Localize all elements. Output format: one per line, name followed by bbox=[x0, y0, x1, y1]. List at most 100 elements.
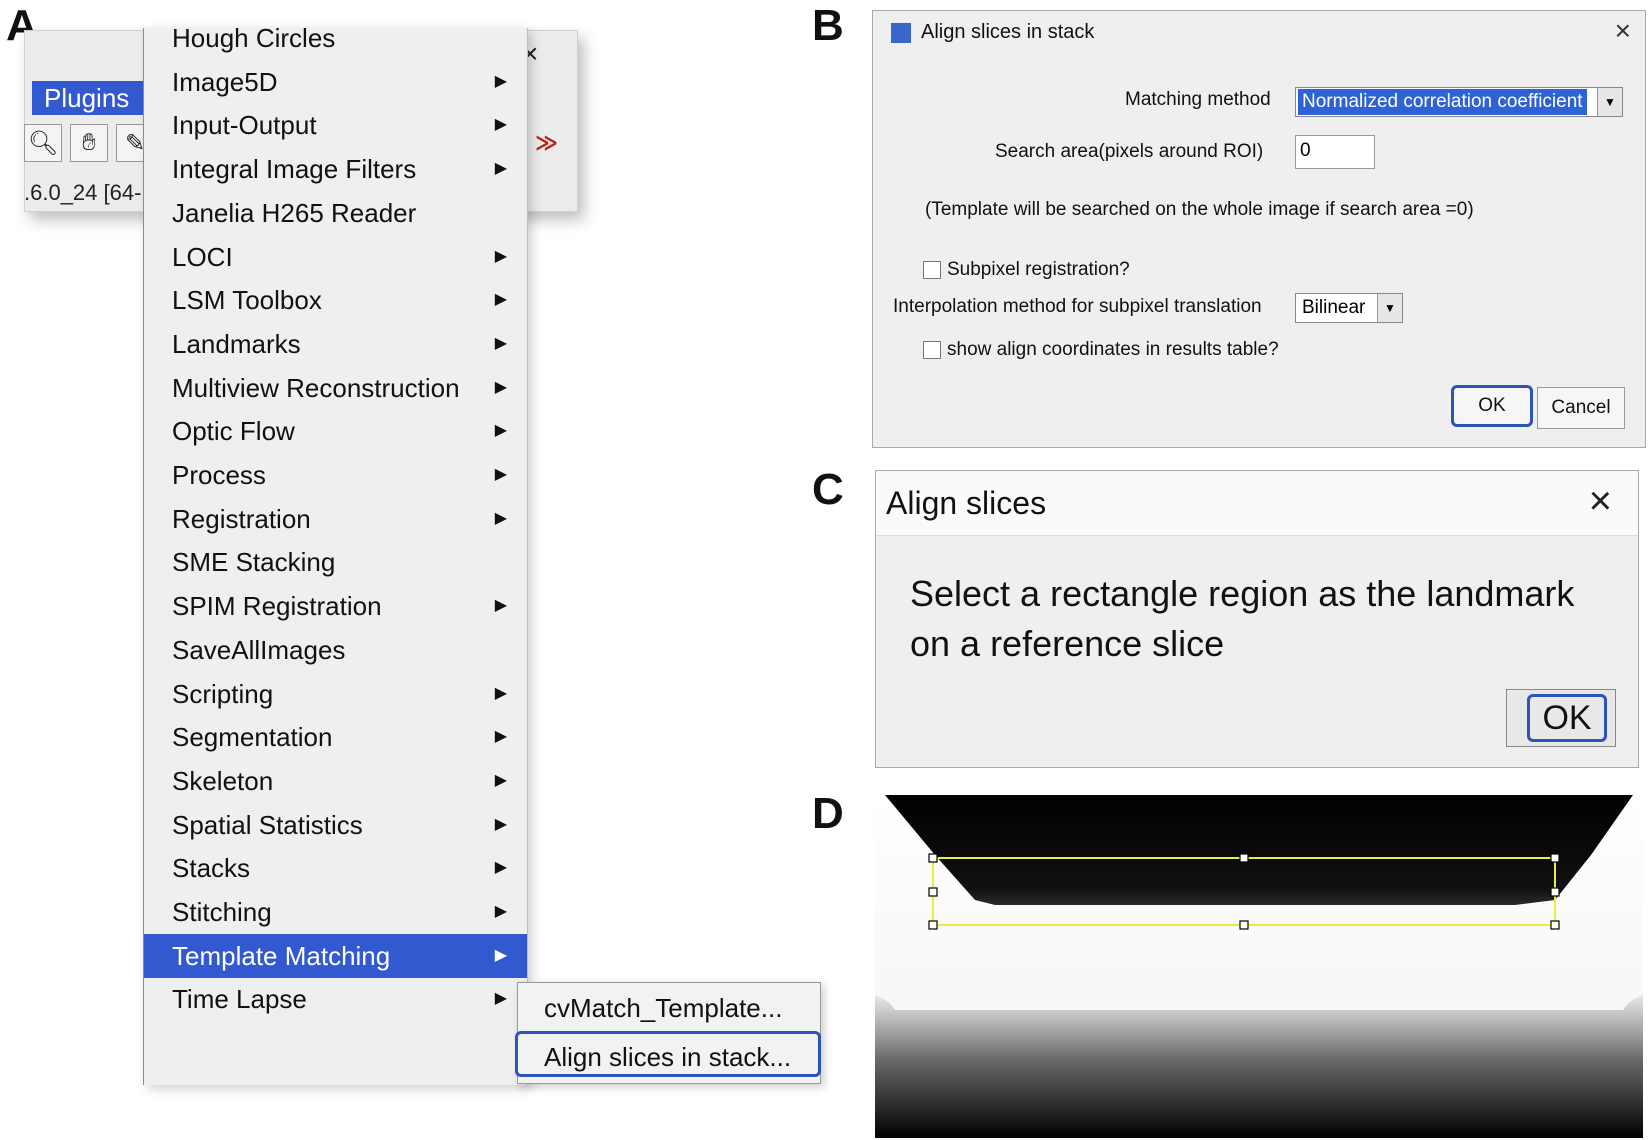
imagej-icon bbox=[891, 23, 911, 43]
menu-item-label: Skeleton bbox=[172, 765, 274, 796]
menu-item-janelia-h265-reader[interactable]: Janelia H265 Reader bbox=[144, 191, 527, 235]
menu-item-image5d[interactable]: Image5D ▶ bbox=[144, 60, 527, 104]
submenu-arrow-icon: ▶ bbox=[494, 990, 507, 1008]
menu-item-label: Hough Circles bbox=[172, 23, 336, 53]
menu-item-label: Time Lapse bbox=[172, 984, 307, 1015]
menu-item-spatial-statistics[interactable]: Spatial Statistics▶ bbox=[144, 803, 527, 847]
close-icon[interactable]: × bbox=[1588, 479, 1612, 523]
close-icon[interactable]: × bbox=[1614, 15, 1631, 46]
submenu-arrow-icon: ▶ bbox=[494, 378, 507, 396]
menu-item-label: Segmentation bbox=[172, 722, 333, 753]
menu-item-registration[interactable]: Registration ▶ bbox=[144, 497, 527, 541]
menu-item-label: Process bbox=[172, 460, 266, 490]
ok-button[interactable]: OK bbox=[1451, 385, 1533, 427]
roi-handles[interactable] bbox=[928, 853, 1560, 930]
instruction-message: Select a rectangle region as the landmar… bbox=[910, 573, 1575, 664]
dark-bottom-feature bbox=[875, 995, 1643, 1138]
title-bar: Align slices × bbox=[876, 471, 1638, 536]
menu-item-multiview-reconstruction[interactable]: Multiview Reconstruction ▶ bbox=[144, 366, 527, 410]
menu-item-spim-registration[interactable]: SPIM Registration ▶ bbox=[144, 584, 527, 628]
hand-icon[interactable]: ✋︎ bbox=[70, 124, 108, 162]
menu-item-stacks[interactable]: Stacks ▶ bbox=[144, 846, 527, 890]
menu-item-label: Stacks bbox=[172, 853, 251, 884]
subpixel-checkbox[interactable] bbox=[923, 261, 941, 279]
cancel-button[interactable]: Cancel bbox=[1537, 387, 1625, 429]
menu-item-sme-stacking[interactable]: SME Stacking bbox=[144, 540, 527, 584]
search-area-note: (Template will be searched on the whole … bbox=[925, 199, 1474, 220]
matching-method-select[interactable]: Normalized correlation coefficient ▼ bbox=[1295, 87, 1623, 117]
align-slices-dialog: Align slices × Select a rectangle region… bbox=[875, 470, 1639, 768]
menu-item-label: SaveAllImages bbox=[172, 634, 346, 665]
show-coords-checkbox[interactable] bbox=[923, 341, 941, 359]
submenu-arrow-icon: ▶ bbox=[494, 509, 507, 527]
menu-item-template-matching[interactable]: Template Matching▶ bbox=[144, 933, 527, 978]
search-area-label: Search area(pixels around ROI) bbox=[995, 141, 1264, 162]
menu-item-label: Janelia H265 Reader bbox=[172, 197, 417, 228]
menu-item-hough-circles[interactable]: Hough Circles bbox=[144, 16, 527, 60]
menu-item-scripting[interactable]: Scripting ▶ bbox=[144, 672, 527, 716]
menu-item-label: LOCI bbox=[172, 241, 233, 272]
matching-method-label: Matching method bbox=[1125, 89, 1271, 110]
interpolation-select[interactable]: Bilinear ▼ bbox=[1295, 293, 1403, 323]
submenu-arrow-icon: ▶ bbox=[494, 728, 507, 746]
menu-item-segmentation[interactable]: Segmentation ▶ bbox=[144, 715, 527, 759]
interpolation-value: Bilinear bbox=[1302, 297, 1366, 318]
menu-item-label: Image5D bbox=[172, 66, 278, 97]
submenu-arrow-icon: ▶ bbox=[494, 815, 507, 833]
submenu-item-align-slices[interactable]: Align slices in stack... bbox=[515, 1031, 821, 1077]
matching-method-value: Normalized correlation coefficient bbox=[1297, 88, 1588, 116]
menu-item-time-lapse[interactable]: Time Lapse ▶ bbox=[144, 977, 527, 1021]
menu-item-loci[interactable]: LOCI ▶ bbox=[144, 235, 527, 279]
menu-item-label: LSM Toolbox bbox=[172, 285, 322, 316]
menu-item-optic-flow[interactable]: Optic Flow ▶ bbox=[144, 409, 527, 453]
submenu-arrow-icon: ▶ bbox=[494, 684, 507, 702]
search-area-input[interactable]: 0 bbox=[1295, 135, 1375, 169]
panel-label-c: C bbox=[812, 465, 844, 514]
submenu-arrow-icon: ▶ bbox=[494, 422, 507, 440]
panel-label-b: B bbox=[812, 1, 844, 50]
version-text: .6.0_24 [64- bbox=[24, 180, 142, 205]
menu-item-stitching[interactable]: Stitching ▶ bbox=[144, 890, 527, 934]
menu-item-label: Registration bbox=[172, 503, 311, 534]
subpixel-label: Subpixel registration? bbox=[947, 259, 1130, 280]
submenu-arrow-icon: ▶ bbox=[494, 291, 507, 309]
submenu-arrow-icon: ▶ bbox=[494, 72, 507, 90]
submenu-arrow-icon: ▶ bbox=[494, 597, 507, 615]
magnifier-icon[interactable]: 🔍︎ bbox=[24, 124, 62, 162]
menu-item-integral-image-filters[interactable]: Integral Image Filters ▶ bbox=[144, 147, 527, 191]
menu-item-label: SME Stacking bbox=[172, 547, 336, 578]
plugins-menu-label[interactable]: Plugins bbox=[32, 81, 144, 115]
menu-item-label: SPIM Registration bbox=[172, 591, 382, 622]
submenu-arrow-icon: ▶ bbox=[494, 160, 507, 178]
menu-item-input-output[interactable]: Input-Output▶ bbox=[144, 103, 527, 147]
menu-item-process[interactable]: Process ▶ bbox=[144, 453, 527, 497]
submenu-item-cvmatch[interactable]: cvMatch_Template... bbox=[544, 993, 783, 1023]
dark-top-feature bbox=[885, 795, 1633, 905]
reference-slice-image[interactable] bbox=[875, 795, 1643, 1138]
submenu-arrow-icon: ▶ bbox=[494, 859, 507, 877]
submenu-arrow-icon: ▶ bbox=[494, 771, 507, 789]
ok-button[interactable]: OK bbox=[1527, 694, 1607, 742]
menu-item-skeleton[interactable]: Skeleton ▶ bbox=[144, 759, 527, 803]
menu-item-label: Optic Flow bbox=[172, 416, 295, 447]
submenu-arrow-icon: ▶ bbox=[494, 466, 507, 483]
menu-item-label: Stitching bbox=[172, 897, 272, 927]
menu-item-label: Landmarks bbox=[172, 328, 301, 359]
more-tools-icon[interactable]: ≫ bbox=[535, 130, 559, 155]
submenu-arrow-icon: ▶ bbox=[494, 903, 507, 920]
menu-item-saveallimages[interactable]: SaveAllImages bbox=[144, 628, 527, 672]
submenu-arrow-icon: ▶ bbox=[494, 247, 507, 265]
submenu-arrow-icon: ▶ bbox=[494, 116, 507, 134]
submenu-arrow-icon: ▶ bbox=[494, 334, 507, 352]
menu-item-lsm-toolbox[interactable]: LSM Toolbox ▶ bbox=[144, 278, 527, 322]
menu-item-label: Scripting bbox=[172, 678, 274, 709]
dialog-title: Align slices in stack bbox=[921, 21, 1095, 43]
menu-item-label: Template Matching bbox=[172, 940, 391, 971]
menu-item-label: Integral Image Filters bbox=[172, 154, 417, 185]
dialog-title: Align slices bbox=[886, 485, 1047, 521]
ok-button-frame[interactable]: OK bbox=[1506, 689, 1616, 747]
menu-item-label: Multiview Reconstruction bbox=[172, 372, 460, 403]
template-matching-submenu: cvMatch_Template... Align slices in stac… bbox=[515, 982, 821, 1084]
menu-item-landmarks[interactable]: Landmarks ▶ bbox=[144, 322, 527, 366]
